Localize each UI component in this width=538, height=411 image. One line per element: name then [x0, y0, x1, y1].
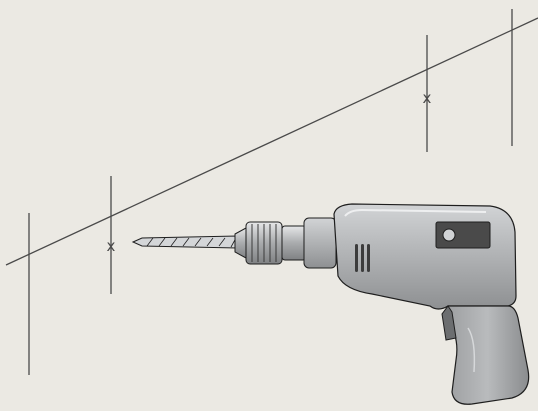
- diagonal-guide-line: [5, 17, 538, 266]
- trigger[interactable]: [441, 305, 457, 341]
- x-mark: x: [423, 89, 432, 107]
- power-switch[interactable]: [435, 221, 491, 249]
- drill-body: [333, 203, 517, 310]
- switch-button-icon: [442, 228, 456, 242]
- drill-bit: [131, 235, 238, 249]
- drill-chuck: [234, 217, 337, 269]
- vent-slots-icon: [355, 244, 370, 272]
- drill-handle: [441, 305, 530, 405]
- x-mark: x: [107, 237, 116, 255]
